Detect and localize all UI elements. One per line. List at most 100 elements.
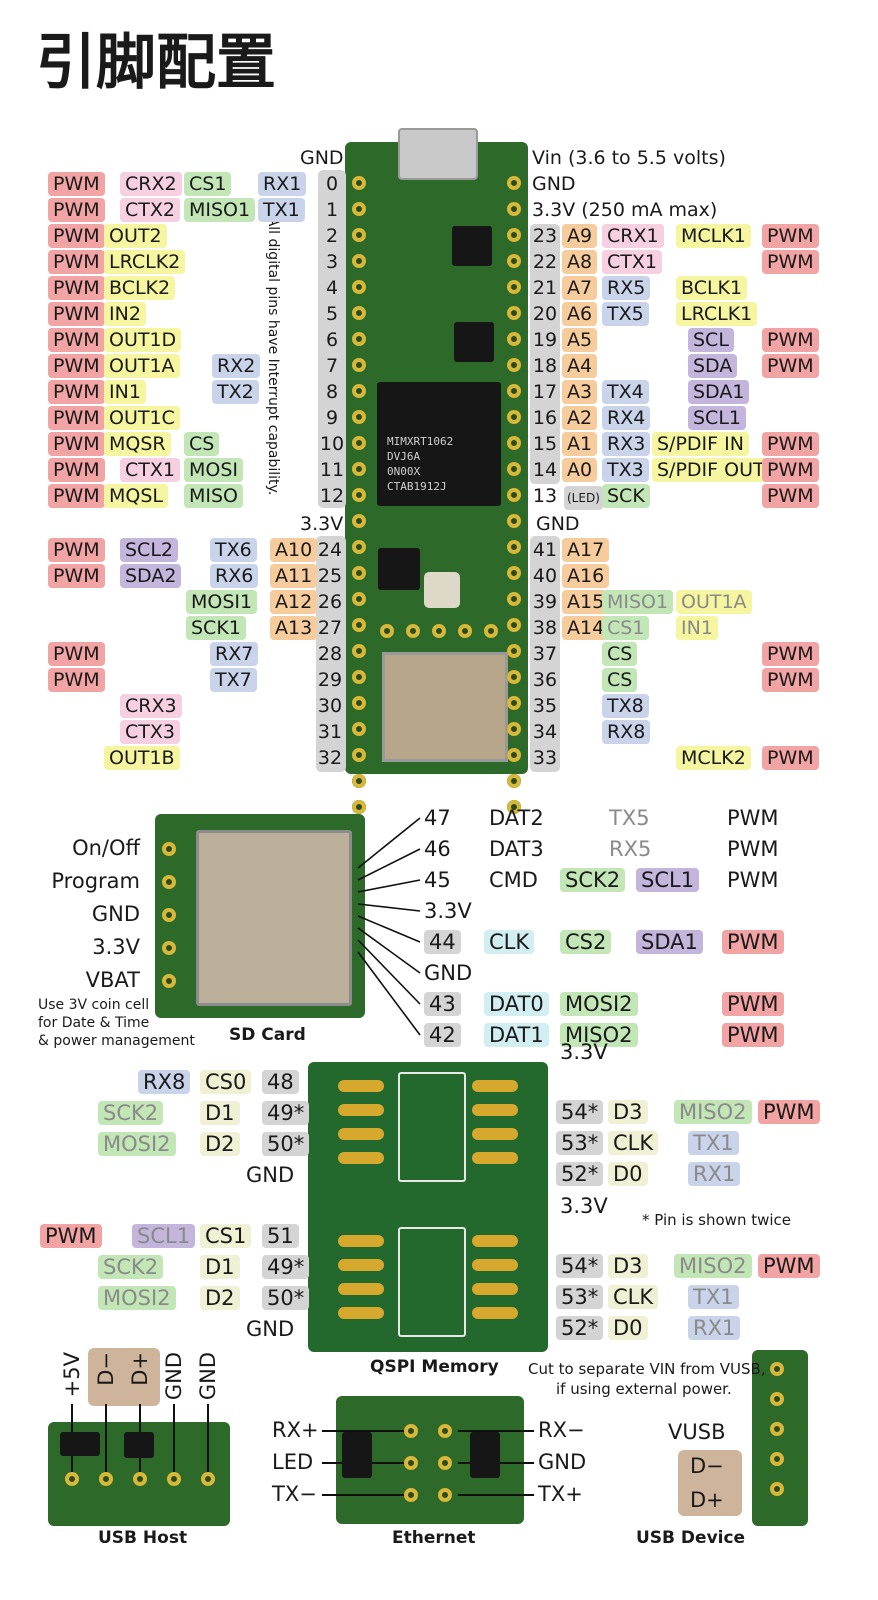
sd-pin-number: 42 — [424, 1023, 461, 1047]
pin-function-label: A7 — [562, 276, 598, 300]
pin-function-label: PWM — [48, 458, 105, 482]
pin-function-label: TX2 — [212, 380, 259, 404]
pin-function-label: A15 — [562, 590, 610, 614]
pin-hole — [352, 670, 366, 684]
pin-hole — [352, 358, 366, 372]
ethernet-leader — [458, 1430, 534, 1432]
qspi-function-label: RX8 — [138, 1070, 191, 1094]
usb-host-chip — [124, 1432, 154, 1458]
qspi-pad — [338, 1283, 384, 1295]
ethernet-pin-label: RX− — [538, 1418, 585, 1442]
sd-pin-label: Program — [51, 869, 140, 893]
qspi-gnd-label: GND — [246, 1317, 295, 1341]
sd-slot — [382, 652, 508, 762]
qspi-pin-number: 50* — [262, 1132, 310, 1156]
qspi-pin-number: 54* — [556, 1254, 604, 1278]
pin-hole — [352, 488, 366, 502]
pin-function-label: CTX1 — [120, 458, 180, 482]
pin-hole — [507, 384, 521, 398]
pin-function-label: PWM — [762, 746, 819, 770]
pin-number: 31 — [317, 721, 343, 743]
pin-function-label: PWM — [48, 302, 105, 326]
usb-host-pin-label: +5V — [60, 1352, 84, 1398]
sd-function-label: MOSI2 — [560, 992, 638, 1016]
pin-hole — [404, 1488, 418, 1502]
pin-function-label: A11 — [270, 564, 318, 588]
sd-pin-label: 3.3V — [92, 935, 140, 959]
usb-host-leader — [207, 1404, 209, 1472]
pin-hole — [352, 280, 366, 294]
pin-number: 11 — [319, 459, 345, 481]
pin-number: 8 — [325, 381, 339, 403]
pin-function-label: SCL2 — [120, 538, 179, 562]
pin-function-label: PWM — [762, 328, 819, 352]
pin-function-label: SDA1 — [688, 380, 750, 404]
qspi-function-label: D0 — [608, 1162, 648, 1186]
ethernet-pin-label: TX− — [272, 1482, 317, 1506]
pin-hole — [507, 774, 521, 788]
usb-host-leader — [173, 1404, 175, 1472]
pin-function-label: MOSI — [184, 458, 244, 482]
pin-number: 22 — [532, 251, 558, 273]
pin-hole — [352, 306, 366, 320]
usb-device-caption: USB Device — [636, 1528, 746, 1548]
ethernet-caption: Ethernet — [392, 1528, 476, 1548]
pin-hole — [507, 176, 521, 190]
pin-function-label: CS1 — [602, 616, 650, 640]
pin-function-label: CTX3 — [120, 720, 180, 744]
pin-function-label: PWM — [48, 224, 105, 248]
sd-pin-label: GND — [91, 902, 140, 926]
sd-function-label: RX5 — [609, 837, 652, 861]
pin-function-label: RX2 — [212, 354, 261, 378]
pin-number: 24 — [317, 539, 343, 561]
pin-number: 18 — [532, 355, 558, 377]
qspi-function-label: RX1 — [688, 1162, 741, 1186]
pin-hole — [770, 1452, 784, 1466]
pin-number: 7 — [325, 355, 339, 377]
qspi-function-label: MISO2 — [674, 1254, 752, 1278]
pin-hole — [507, 748, 521, 762]
pin-function-label: PWM — [48, 380, 105, 404]
pin-function-label: BCLK2 — [104, 276, 176, 300]
processor-chip: MIMXRT1062 DVJ6A 0N00X CTAB1912J — [377, 382, 501, 506]
program-button — [424, 572, 460, 608]
pin-hole — [162, 842, 176, 856]
pin-function-label: MQSR — [104, 432, 171, 456]
pin-function-label: A9 — [562, 224, 598, 248]
pin-hole — [352, 332, 366, 346]
pin-hole — [507, 566, 521, 580]
pin-number: 2 — [325, 225, 339, 247]
qspi-function-label: PWM — [758, 1100, 820, 1124]
pin-hole — [352, 436, 366, 450]
pin-function-label: CTX2 — [120, 198, 180, 222]
sd-leader-line — [357, 879, 421, 893]
sd-function-label: PWM — [727, 868, 779, 892]
pin-function-label: A0 — [562, 458, 598, 482]
left-pin-column — [318, 170, 346, 508]
pin-function-label: SCL — [688, 328, 734, 352]
pin-number: 40 — [532, 565, 558, 587]
pin-function-label: PWM — [48, 328, 105, 352]
pin-function-label: PWM — [48, 354, 105, 378]
qspi-pad — [472, 1104, 518, 1116]
sd-pin-number: 47 — [424, 806, 451, 830]
pin-function-label: CS1 — [184, 172, 232, 196]
pin-number: 5 — [325, 303, 339, 325]
pin-function-label: RX6 — [210, 564, 259, 588]
qspi-pad — [338, 1259, 384, 1271]
pin-hole — [352, 228, 366, 242]
pin-number: 15 — [532, 433, 558, 455]
qspi-pin-number: 49* — [262, 1101, 310, 1125]
pin-function-label: PWM — [762, 432, 819, 456]
pin-hole — [507, 800, 521, 814]
chip-text-4: CTAB1912J — [387, 480, 447, 493]
pin-hole — [99, 1472, 113, 1486]
pin-function-label: PWM — [762, 354, 819, 378]
usb-device-data-highlight — [678, 1450, 742, 1516]
pin-number: 28 — [317, 643, 343, 665]
sd-pin-number: 45 — [424, 868, 451, 892]
pin-hole — [507, 254, 521, 268]
pin-function-label: CS — [602, 668, 638, 692]
qspi-pad — [338, 1128, 384, 1140]
pin-function-label: RX5 — [602, 276, 651, 300]
